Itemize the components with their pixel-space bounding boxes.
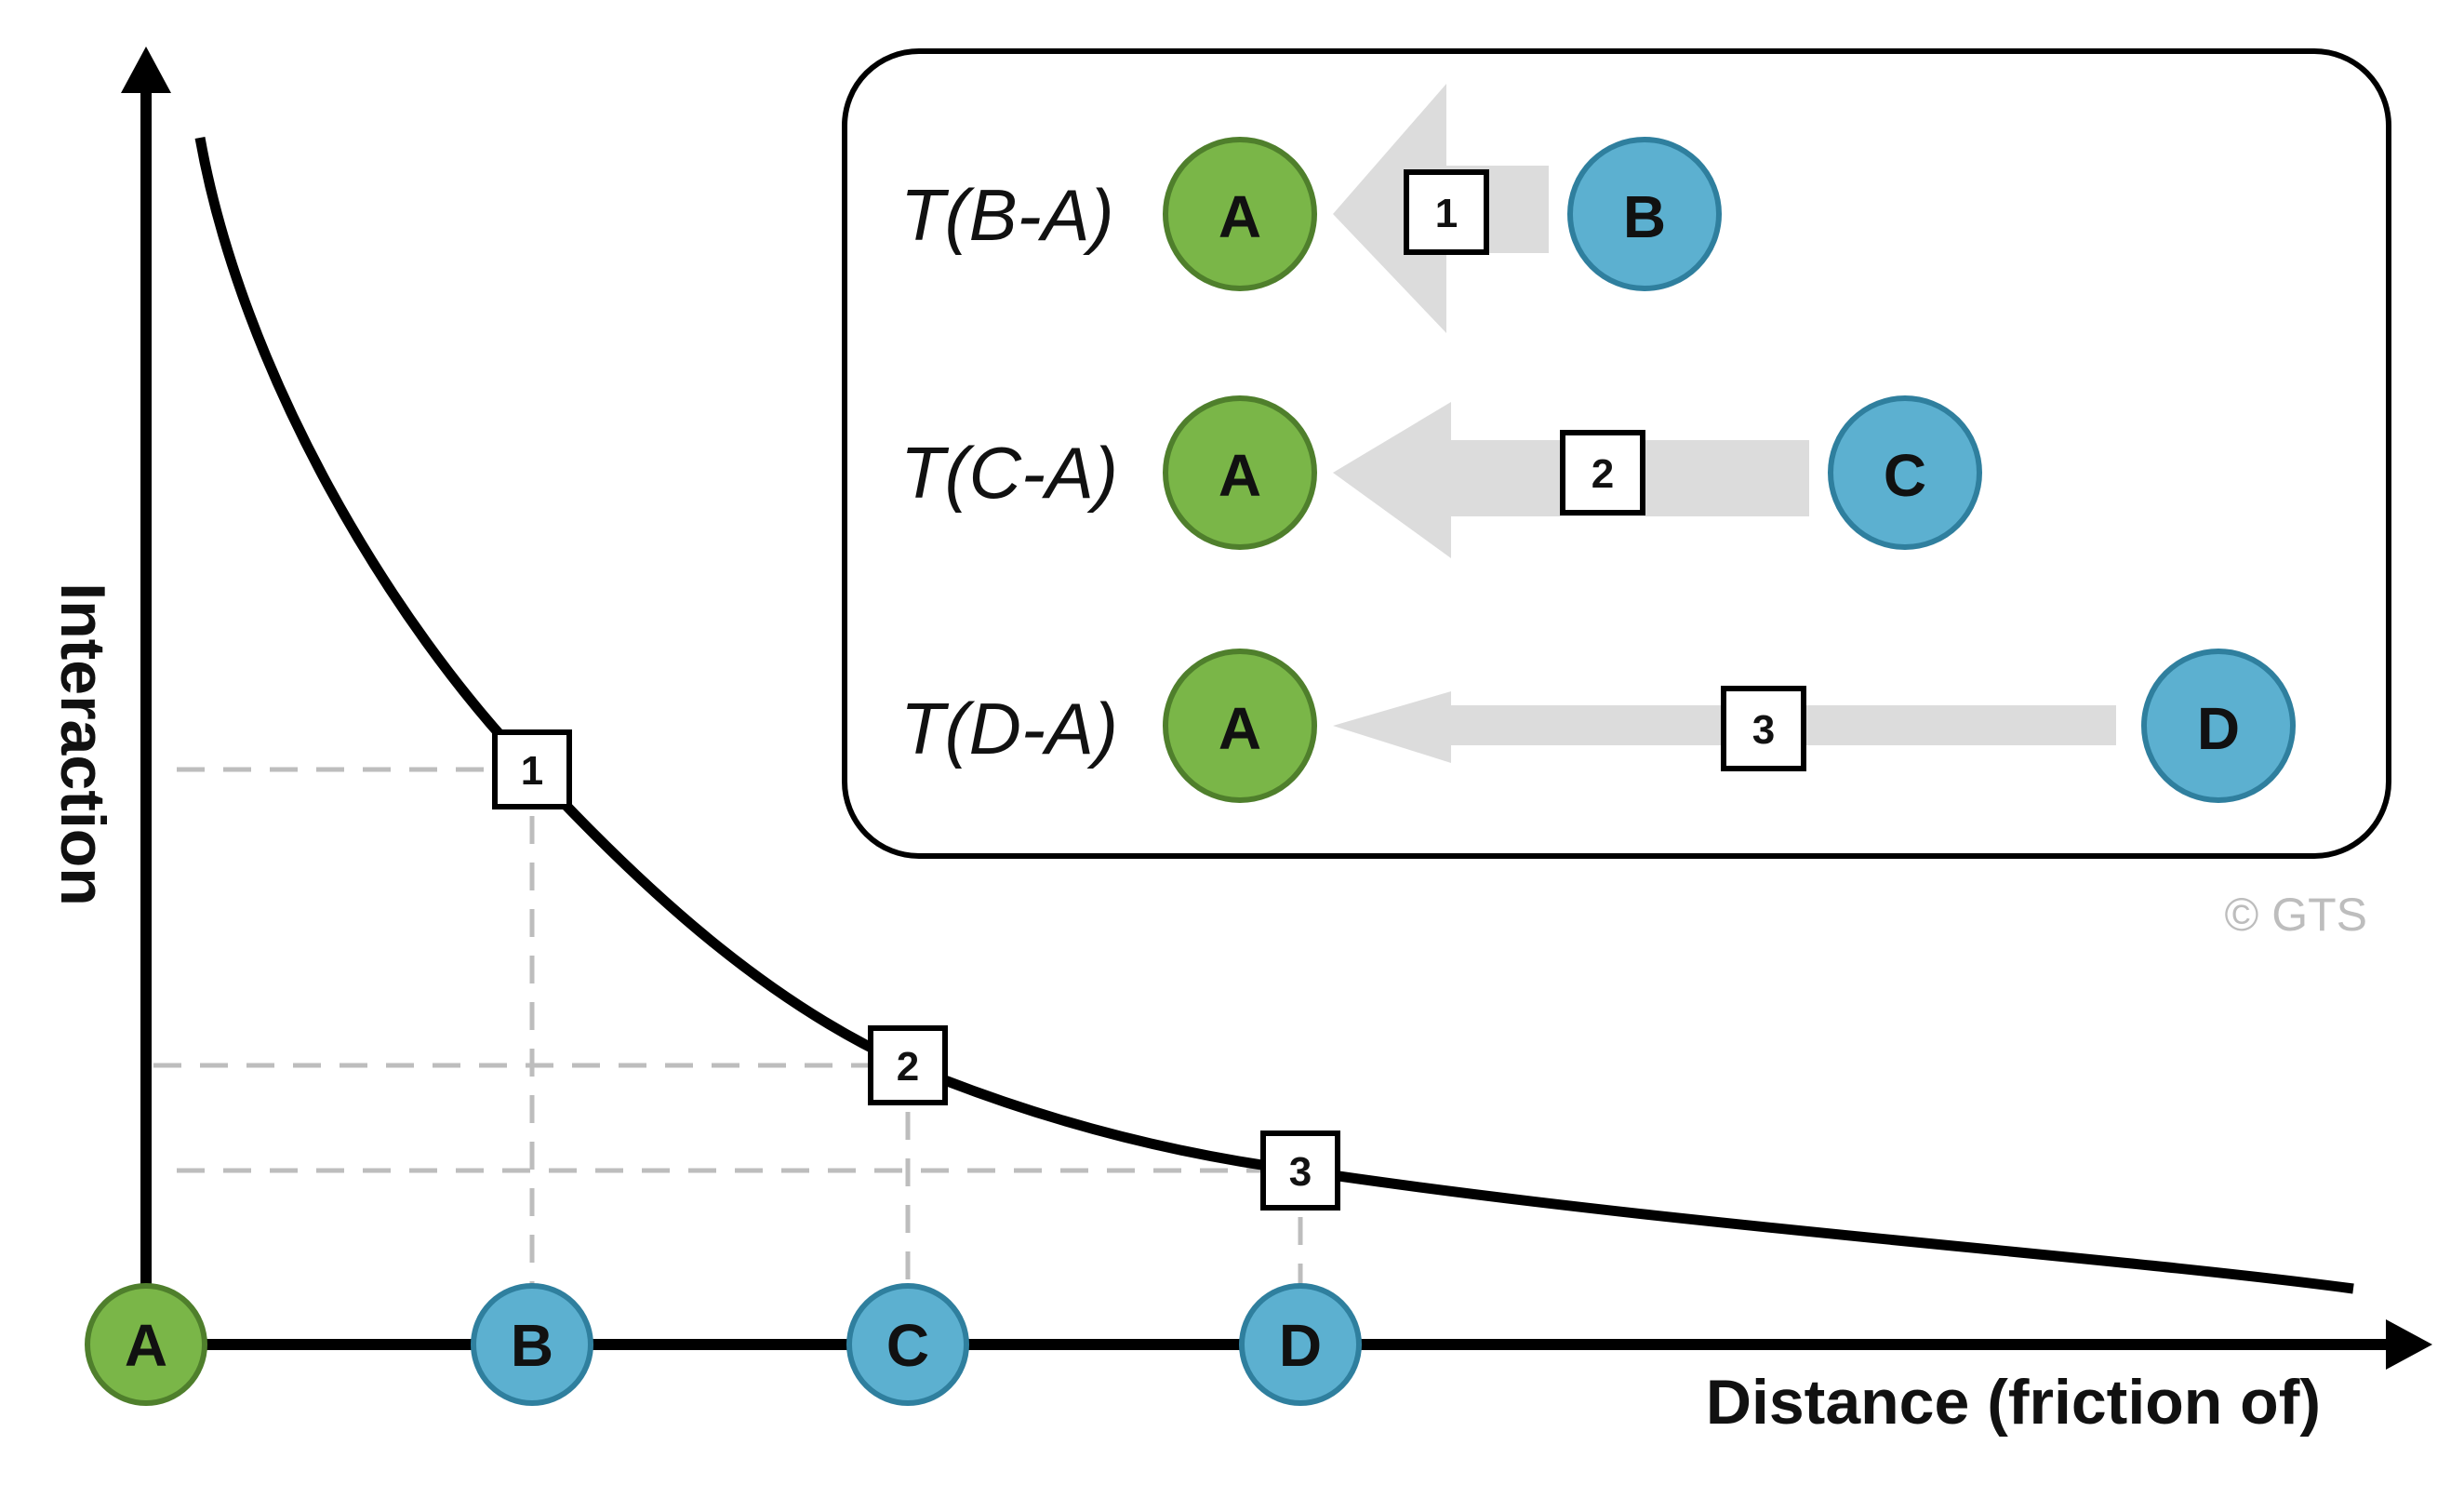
axis-node-b: B [471,1283,593,1406]
legend-row-1-destination-label: B [1623,183,1666,250]
curve-step-2-label: 2 [897,1044,919,1090]
legend-row-3-origin-node [1163,649,1317,803]
axis-node-d: D [1239,1283,1362,1406]
curve-step-2: 2 [868,1025,948,1105]
axis-node-a: A [85,1283,207,1406]
x-axis-arrowhead [2386,1319,2432,1370]
legend-row-3-destination-label: D [2197,695,2240,762]
copyright-text: © GTS [2224,889,2367,941]
legend-row-2-destination-node [1828,395,1982,550]
legend-row-3-step-label: 3 [1752,707,1775,753]
legend-row-2-origin-label: A [1219,442,1261,509]
legend-row-2: T(C-A) A C 2 [900,395,1982,558]
legend-row-1-step-box [1404,169,1489,255]
legend-row-1-origin-label: A [1219,183,1261,250]
axis-node-c-label: C [886,1312,929,1379]
legend-row-1-destination-node [1567,137,1722,291]
legend-row-1-origin-node [1163,137,1317,291]
legend-row-1-formula: T(B-A) [900,174,1114,256]
legend-row-2-destination-label: C [1884,442,1926,509]
y-axis-label: Interaction [47,582,118,906]
legend-row-1-step-label: 1 [1435,191,1458,236]
legend-row-3-origin-label: A [1219,695,1261,762]
axis-node-a-label: A [125,1312,167,1379]
legend-row-2-formula: T(C-A) [900,432,1118,514]
legend-row-3: T(D-A) A D 3 [900,649,2296,803]
axis-node-d-label: D [1279,1312,1322,1379]
legend-row-2-step-box [1560,430,1645,515]
y-axis-arrowhead [121,47,171,93]
curve-step-3: 3 [1260,1130,1340,1211]
curve-step-3-label: 3 [1289,1149,1312,1195]
legend-row-3-step-box [1721,686,1806,771]
curve-step-1: 1 [492,729,572,809]
legend-row-1: T(B-A) A B 1 [900,84,1722,333]
x-axis-label: Distance (friction of) [1706,1367,2321,1438]
legend-row-3-destination-node [2141,649,2296,803]
legend-row-2-step-label: 2 [1592,451,1614,497]
legend-row-2-origin-node [1163,395,1317,550]
curve-step-1-label: 1 [521,748,543,794]
axis-node-b-label: B [511,1312,553,1379]
legend-row-3-formula: T(D-A) [900,688,1118,769]
axis-node-c: C [846,1283,969,1406]
guide-lines [153,767,1303,1293]
